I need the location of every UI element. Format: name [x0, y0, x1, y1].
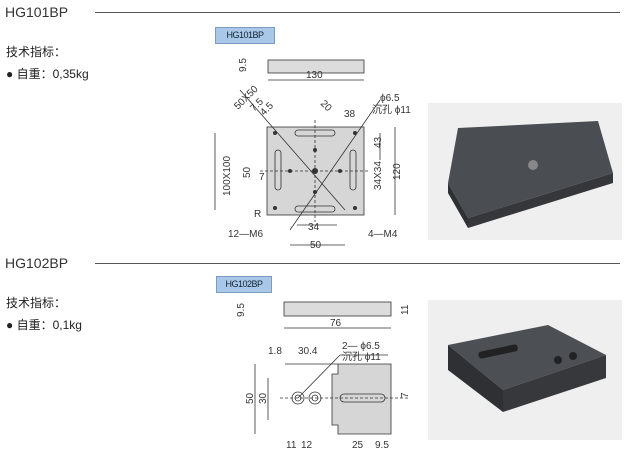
dim: 50 — [245, 392, 256, 404]
dim: 120 — [392, 163, 403, 180]
dim: 12 — [301, 440, 313, 451]
dim: 34 — [308, 222, 320, 233]
dim-length: 76 — [330, 318, 342, 329]
dim-thickness: 9.5 — [238, 58, 249, 72]
model-tag: HG101BP — [215, 27, 275, 44]
dim-counterbore: 沉孔 ϕ11 — [372, 103, 411, 116]
dim: 43 — [373, 136, 384, 148]
dim: R — [254, 209, 261, 220]
dim: 25 — [352, 440, 364, 451]
spec-heading: 技术指标： — [6, 296, 67, 310]
model-tag: HG102BP — [216, 276, 272, 293]
weight-value: 自重：0,35kg — [16, 67, 89, 81]
dim: 34X34 — [373, 161, 384, 190]
dim: 38 — [344, 109, 356, 120]
section-title-hg102bp: HG102BP — [5, 255, 69, 271]
bullet-icon: ● — [6, 67, 14, 81]
dim-counterbore: 沉孔 ϕ11 — [342, 350, 381, 363]
dim: 1.8 — [268, 346, 282, 357]
dim-hole: 2— ϕ6.5 — [342, 341, 380, 352]
dim: 4—M4 — [368, 229, 398, 240]
dim: 30 — [258, 392, 269, 404]
product-photo-hg102bp — [428, 300, 622, 440]
weight-value: 自重：0,1kg — [16, 318, 82, 332]
dim: 11 — [286, 440, 297, 451]
spec-weight: ● 自重：0,35kg — [6, 65, 89, 82]
dim-length: 130 — [306, 70, 323, 81]
dim: 50 — [310, 240, 322, 251]
spec-heading: 技术指标： — [6, 45, 67, 59]
divider — [95, 12, 620, 13]
dim: 7 — [259, 172, 265, 183]
dim: 9.5 — [375, 440, 389, 451]
dim: 50 — [242, 166, 253, 178]
spec-weight: ● 自重：0,1kg — [6, 316, 82, 333]
section-title-hg101bp: HG101BP — [5, 4, 69, 20]
dim-hole: ϕ6.5 — [380, 93, 400, 104]
dim-height: 11 — [400, 304, 411, 315]
bullet-icon: ● — [6, 318, 14, 332]
dim: 30.4 — [298, 346, 318, 357]
divider — [95, 263, 620, 264]
dim-thickness: 9.5 — [236, 303, 247, 317]
dim: 7 — [400, 392, 411, 398]
product-photo-hg101bp — [428, 103, 622, 240]
dim: 100X100 — [222, 156, 233, 196]
dim: 12—M6 — [228, 229, 263, 240]
